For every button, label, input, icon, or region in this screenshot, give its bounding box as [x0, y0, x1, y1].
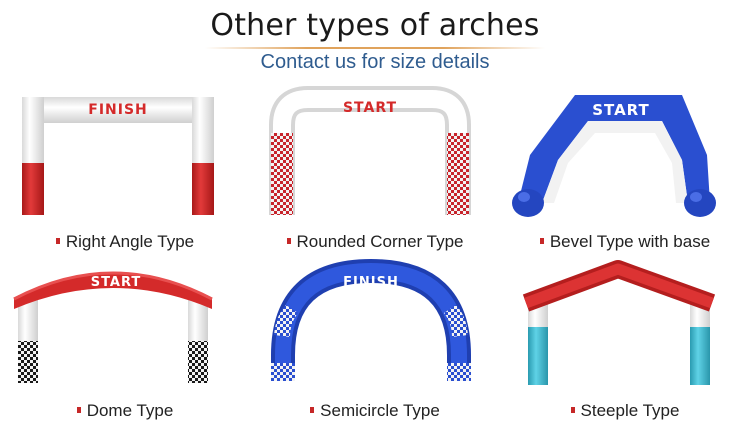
arch-caption: Right Angle Type [0, 232, 250, 252]
arch-right-base [684, 189, 716, 217]
arch-caption: Bevel Type with base [500, 232, 750, 252]
arch-body [518, 95, 710, 203]
arch-steeple-beam [524, 263, 714, 309]
page-title: Other types of arches [210, 8, 540, 43]
arch-left-checker-lower [271, 363, 295, 381]
bevel-arch-image: START [512, 95, 716, 217]
arch-top-beam [22, 97, 214, 123]
arch-left-base [512, 189, 544, 217]
arch-banner-text: FINISH [88, 102, 148, 118]
arch-banner-text: START [592, 101, 650, 119]
bullet-icon [570, 406, 575, 413]
steeple-arch-image [522, 260, 716, 385]
bullet-icon [310, 406, 315, 413]
arch-right-checker [447, 133, 469, 215]
dome-arch-image: START [13, 271, 213, 383]
arch-right-base [192, 163, 214, 215]
arch-caption: Rounded Corner Type [250, 232, 500, 252]
arch-right-checker [188, 341, 208, 383]
arch-card-dome: START Dome Type [0, 255, 250, 425]
arch-card-semicircle: FINISH Semicircle Type [250, 255, 500, 425]
arch-banner-text: START [91, 275, 142, 290]
arch-card-rounded-corner: START Rounded Corner Type [250, 85, 500, 255]
bullet-icon [55, 237, 60, 244]
bullet-icon [286, 237, 291, 244]
arch-card-steeple: Steeple Type [500, 255, 750, 425]
arch-caption: Semicircle Type [250, 401, 500, 421]
arch-banner-text: START [343, 100, 397, 116]
arch-inner-panel [542, 121, 688, 203]
arch-tube [273, 90, 467, 215]
bullet-icon [539, 237, 544, 244]
arch-caption: Steeple Type [500, 401, 750, 421]
arch-banner-text: FINISH [343, 275, 399, 290]
bullet-icon [76, 406, 81, 413]
arch-left-checker-upper [274, 305, 298, 337]
arch-left-checker [271, 133, 293, 215]
arch-left-checker [18, 341, 38, 383]
arch-right-base [690, 327, 710, 385]
rounded-corner-arch-image: START [269, 86, 471, 215]
arch-right-checker-upper [444, 305, 468, 337]
arch-right-checker-lower [447, 363, 471, 381]
arch-tube-outline [269, 86, 471, 215]
title-divider [205, 47, 545, 49]
arch-left-base [528, 327, 548, 385]
arch-card-right-angle: FINISH Right Angle Type [0, 85, 250, 255]
arch-dome-beam [14, 273, 212, 309]
page-subtitle: Contact us for size details [260, 51, 490, 73]
arch-caption: Dome Type [0, 401, 250, 421]
semicircle-arch-image: FINISH [271, 258, 471, 381]
right-angle-arch-image: FINISH [22, 97, 214, 215]
arch-card-bevel-base: START Bevel Type with base [500, 85, 750, 255]
arch-left-base [22, 163, 44, 215]
